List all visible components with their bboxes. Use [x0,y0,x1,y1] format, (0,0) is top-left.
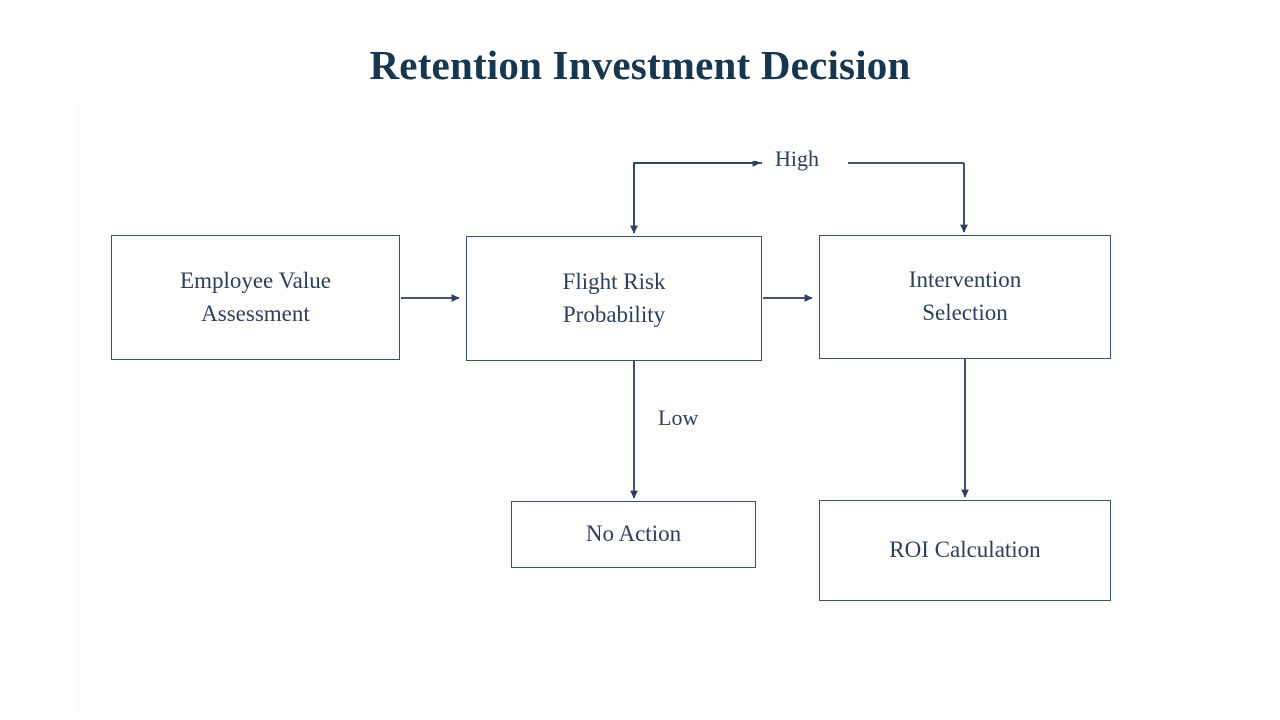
node-label: No Action [585,521,682,547]
content-panel [76,97,1154,717]
node-employee-value-assessment[interactable]: Employee Value Assessment [111,235,400,360]
node-label: Flight Risk Probability [562,268,666,327]
rail-spacer [636,150,764,161]
node-roi-calculation[interactable]: ROI Calculation [819,500,1111,601]
node-label: ROI Calculation [889,537,1041,563]
node-no-action[interactable]: No Action [511,501,756,568]
node-label: Intervention Selection [908,267,1022,325]
connector-high-left [630,162,762,234]
node-label: Employee Value Assessment [180,267,331,326]
page-title: Retention Investment Decision [369,42,911,88]
edge-label-high: High [766,146,828,172]
connector-high-branch [633,159,761,232]
connector-high-right [848,162,968,233]
node-flight-risk-probability[interactable]: Flight Risk Probability [466,236,762,361]
edge-label-low: Low [649,405,708,431]
node-intervention-selection[interactable]: Intervention Selection [819,235,1111,359]
